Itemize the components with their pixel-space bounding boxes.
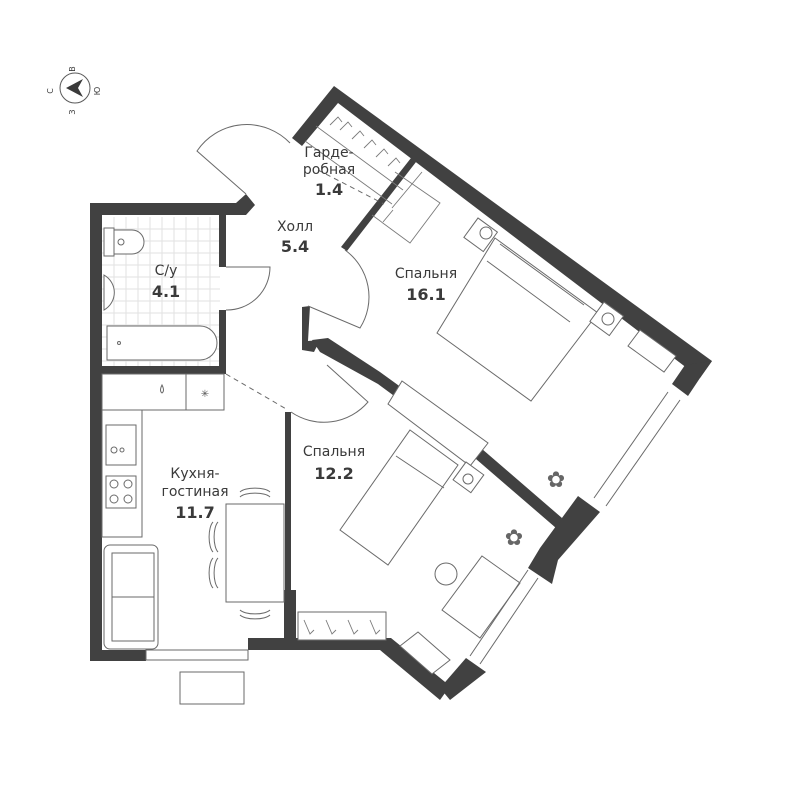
wall-small-bedroom-left — [285, 412, 291, 590]
dresser — [627, 329, 677, 373]
bathroom-name: С/у — [155, 263, 178, 279]
toilet-icon — [113, 229, 145, 255]
toilet-tank — [103, 227, 115, 257]
desk-chair — [434, 562, 458, 586]
bedroom-large-name: Спальня — [395, 266, 457, 282]
wardrobe-name-line1: Гарде- — [304, 145, 353, 161]
room-labels: Гарде- робная 1.4 Холл 5.4 С/у 4.1 Спаль… — [152, 145, 457, 522]
bedroom-large-furniture: ✿ — [387, 217, 681, 507]
counter-top — [101, 373, 187, 411]
wall-right-bottom — [440, 658, 486, 700]
chair-left-bottom — [208, 557, 219, 589]
snowflake-icon: ✳ — [201, 389, 209, 400]
doors — [196, 124, 385, 423]
wardrobe-small — [297, 611, 387, 641]
compass-north-label: С — [46, 88, 55, 94]
compass-west-label: З — [68, 109, 77, 114]
compass-arrow-icon — [66, 79, 83, 97]
kitchen-window — [145, 649, 249, 661]
bedroom-small-area: 12.2 — [314, 464, 353, 483]
wall-bathroom-right-bottom — [219, 310, 226, 374]
compass-east-label: В — [68, 66, 77, 72]
plant-icon-2: ✿ — [505, 525, 523, 550]
wardrobe-rails — [304, 116, 441, 244]
entrance-door — [196, 124, 291, 195]
bathroom-door — [225, 266, 271, 311]
wall-bathroom-bottom — [102, 366, 226, 374]
kitchen-area: 11.7 — [175, 503, 214, 522]
chair-bottom — [239, 609, 271, 620]
bedroom-large-door — [307, 249, 370, 329]
nightstand-right — [589, 301, 625, 337]
plant-icon: ✿ — [547, 467, 565, 492]
compass-south-label: Ю — [93, 86, 102, 95]
bedroom-small-door — [290, 364, 369, 423]
bedroom-large-window — [593, 391, 681, 507]
bedroom-small-window — [469, 569, 539, 665]
fridge-counter — [185, 373, 225, 411]
bathroom-fixtures — [103, 227, 218, 361]
water-drop-icon — [160, 383, 164, 394]
hall-name: Холл — [277, 219, 313, 235]
chair-top — [239, 487, 271, 498]
wall-right-middle — [528, 496, 600, 584]
kitchen-furniture: ✳ — [101, 373, 285, 705]
hall-area: 5.4 — [281, 237, 309, 256]
bedroom-large-area: 16.1 — [406, 285, 445, 304]
nightstand-small — [452, 461, 485, 494]
wardrobe-opening — [317, 169, 385, 205]
compass-ring — [59, 72, 91, 104]
chair-left-top — [208, 521, 219, 553]
balcony-step — [179, 671, 245, 705]
kitchen-name-line1: Кухня- — [170, 466, 219, 482]
wall-bottom — [248, 590, 450, 700]
wall-wardrobe-inner — [341, 158, 416, 251]
kitchen-sink — [105, 424, 137, 466]
desk — [441, 555, 521, 639]
wall-right-corner — [672, 361, 712, 396]
wardrobe-area: 1.4 — [315, 180, 343, 199]
wardrobe-name-line2: робная — [303, 162, 355, 178]
sink-icon — [103, 274, 115, 311]
stove — [105, 475, 137, 509]
bedroom-small-name: Спальня — [303, 444, 365, 460]
compass: В С Ю З — [46, 66, 102, 114]
bathtub-icon — [106, 325, 218, 361]
double-bed — [436, 237, 599, 402]
dining-table — [225, 503, 285, 603]
bedroom-small-furniture: ✿ — [297, 429, 539, 675]
shelf — [399, 631, 451, 675]
kitchen-opening — [225, 373, 289, 411]
kitchen-name-line2: гостиная — [161, 484, 228, 500]
single-bed — [339, 429, 459, 566]
wall-bedroom-divider — [312, 338, 562, 528]
wall-bathroom-right-top — [219, 215, 226, 267]
bathroom-area: 4.1 — [152, 282, 180, 301]
